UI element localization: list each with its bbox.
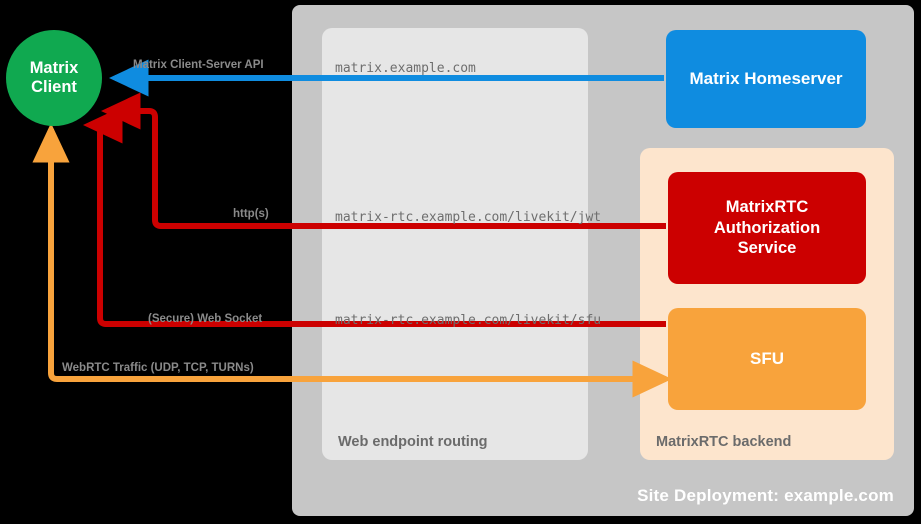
- edge-label-webrtc-traffic: WebRTC Traffic (UDP, TCP, TURNs): [62, 362, 254, 374]
- node-matrixrtc-authorization-service[interactable]: MatrixRTC Authorization Service: [668, 172, 866, 284]
- edge-https-jwt: [100, 92, 666, 229]
- matrix-client-label-line1: Matrix: [29, 58, 79, 77]
- edge-label-https: http(s): [233, 208, 269, 220]
- endpoint-label-livekit-sfu: matrix-rtc.example.com/livekit/sfu: [335, 313, 602, 328]
- node-sfu[interactable]: SFU: [668, 308, 866, 410]
- edge-label-secure-websocket: (Secure) Web Socket: [148, 313, 263, 325]
- edge-label-matrix-client-server-api: Matrix Client-Server API: [133, 59, 264, 71]
- site-deployment-label: Site Deployment: example.com: [637, 486, 894, 505]
- container-web-endpoint-routing: Web endpoint routing: [322, 28, 588, 460]
- node-matrix-client[interactable]: Matrix Client: [6, 30, 102, 126]
- edge-webrtc-traffic: [32, 122, 673, 398]
- web-endpoint-routing-label: Web endpoint routing: [338, 434, 488, 450]
- edge-secure-websocket: [82, 106, 666, 327]
- endpoint-label-matrix: matrix.example.com: [335, 61, 476, 76]
- matrix-client-label-line2: Client: [31, 78, 77, 96]
- sfu-label: SFU: [750, 349, 784, 368]
- auth-service-label-line2: Authorization: [713, 218, 821, 237]
- auth-service-label-line3: Service: [737, 239, 797, 258]
- endpoint-label-livekit-jwt: matrix-rtc.example.com/livekit/jwt: [335, 210, 602, 225]
- auth-service-label-line1: MatrixRTC: [725, 198, 809, 217]
- node-matrix-homeserver[interactable]: Matrix Homeserver: [666, 30, 866, 128]
- matrixrtc-backend-label: MatrixRTC backend: [656, 434, 792, 450]
- matrix-homeserver-label: Matrix Homeserver: [689, 69, 843, 88]
